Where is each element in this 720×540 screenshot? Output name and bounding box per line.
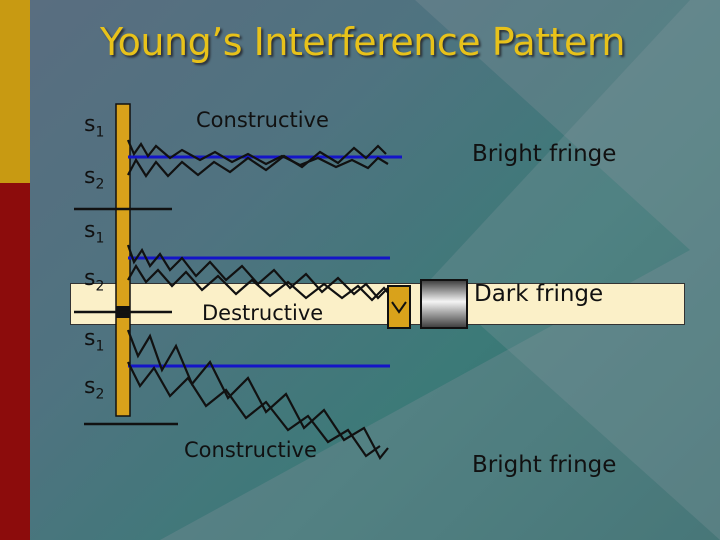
slide-title: Young’s Interference Pattern	[100, 20, 625, 64]
wave-constructive-top-2	[127, 144, 387, 178]
fringe-label-middle: Dark fringe	[474, 281, 604, 307]
red-stripe	[0, 183, 30, 540]
fringe-label-top: Bright fringe	[472, 141, 617, 167]
screen-block	[420, 279, 468, 329]
wave-destructive-1	[126, 244, 409, 302]
wave-constructive-top-1	[126, 139, 389, 170]
source-s1-top: s1	[84, 112, 105, 141]
label-destructive: Destructive	[202, 301, 324, 325]
label-constructive-bottom: Constructive	[184, 438, 317, 462]
source-s1-middle: s1	[84, 218, 105, 247]
gold-stripe	[0, 0, 30, 183]
slit-barrier	[115, 103, 131, 417]
source-s1-bottom: s1	[84, 326, 105, 355]
wave-constructive-bottom-1	[126, 329, 389, 460]
source-s2-bottom: s2	[84, 374, 105, 403]
fringe-label-bottom: Bright fringe	[472, 452, 617, 478]
wave-destructive-2	[127, 263, 409, 304]
source-s2-middle: s2	[84, 266, 105, 295]
dark-fringe-band	[70, 283, 685, 325]
detector-slot	[387, 285, 411, 329]
label-constructive-top: Constructive	[196, 108, 329, 132]
wave-constructive-bottom-2	[127, 361, 381, 458]
source-s2-top: s2	[84, 164, 105, 193]
detector-arrow-icon	[391, 301, 407, 314]
